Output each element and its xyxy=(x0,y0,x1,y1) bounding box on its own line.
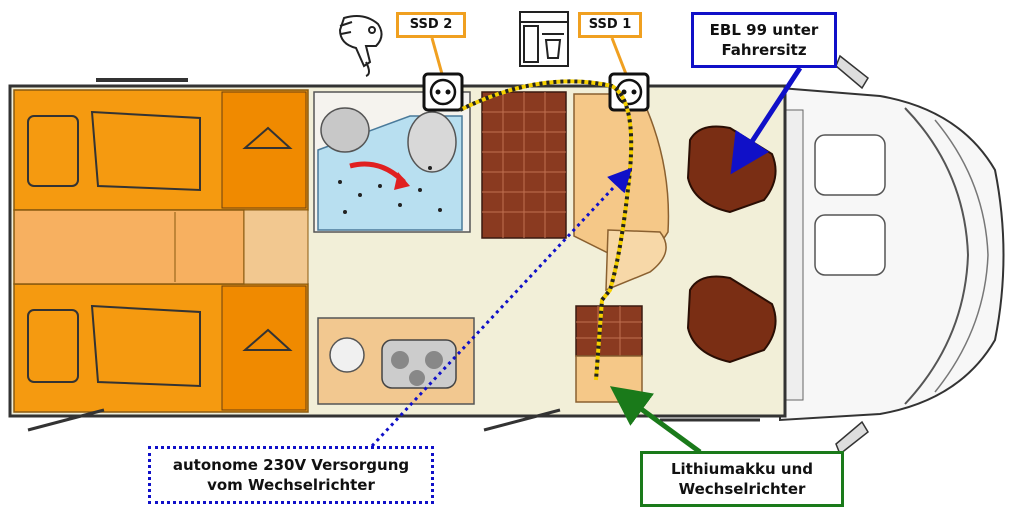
ssd2-label: SSD 2 xyxy=(396,12,466,38)
battery-inverter-label: Lithiumakku und Wechselrichter xyxy=(640,451,844,507)
bathroom xyxy=(313,91,471,233)
power-socket-icon xyxy=(608,72,650,112)
ebl-arrow xyxy=(730,66,803,175)
inverter-supply-line1: autonome 230V Versorgung xyxy=(172,455,410,474)
ebl-label-line2: Fahrersitz xyxy=(721,41,807,59)
ssd2-label-text: SSD 2 xyxy=(409,17,453,33)
rear-beds xyxy=(13,89,309,413)
body-openings xyxy=(27,78,760,432)
ebl-label-line1: EBL 99 unter xyxy=(709,20,819,39)
ssd1-label-text: SSD 1 xyxy=(588,17,632,33)
cable-route xyxy=(459,79,634,381)
ebl-label: EBL 99 unter Fahrersitz xyxy=(691,12,837,68)
inverter-supply-line2: vom Wechselrichter xyxy=(207,476,375,494)
tall-cabinet xyxy=(481,91,567,239)
ssd2-leader-line xyxy=(430,37,444,75)
power-socket-icon xyxy=(422,72,464,112)
ssd1-leader-line xyxy=(610,37,628,75)
battery-arrow xyxy=(609,386,702,455)
inverter-supply-label: autonome 230V Versorgung vom Wechselrich… xyxy=(148,446,434,504)
kitchen xyxy=(317,317,475,405)
ssd1-label: SSD 1 xyxy=(578,12,642,38)
battery-inverter-line1: Lithiumakku und xyxy=(670,459,814,478)
battery-inverter-line2: Wechselrichter xyxy=(678,480,806,498)
vehicle-cab xyxy=(779,54,1005,456)
hair-dryer-icon xyxy=(338,15,383,77)
coffee-machine-icon xyxy=(519,11,569,67)
